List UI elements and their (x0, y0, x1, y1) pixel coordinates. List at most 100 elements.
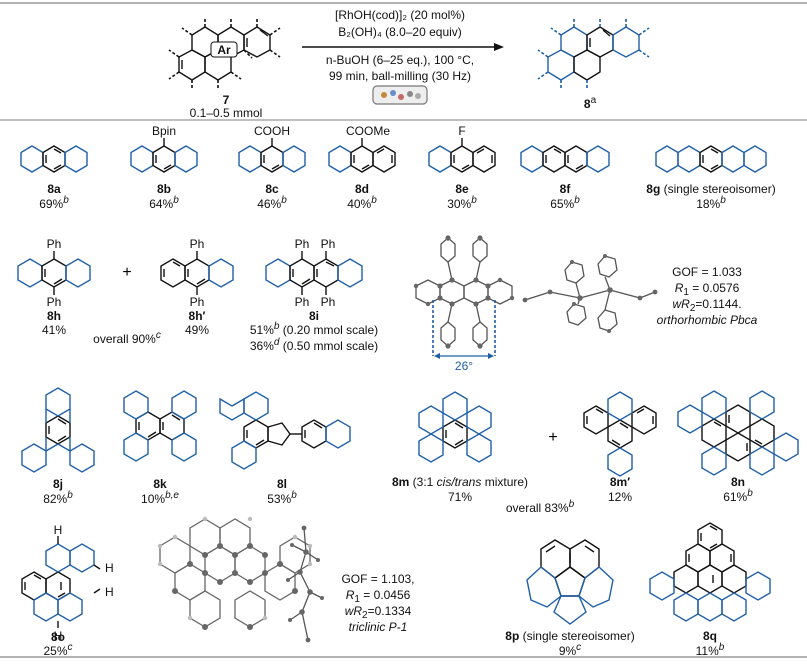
structure-8f (520, 145, 610, 173)
yield-8i-1-value: 51% (250, 323, 274, 337)
yield-8l-footnote: b (291, 490, 297, 501)
crystal-structure-8i-front (415, 237, 513, 347)
xray1-wr2-value: =0.1144. (695, 297, 741, 311)
structure-8n (677, 390, 799, 476)
substituent-8h-prime-bottom: Ph (190, 295, 205, 309)
xray2-r1-value: 0.0456 (374, 588, 411, 602)
label-8c: 8c (265, 182, 279, 196)
crystal-atoms-side (522, 254, 658, 333)
structure-8o (21, 536, 101, 628)
yield-8m: 71% (448, 490, 472, 504)
yield-8q: 11%b (696, 642, 725, 658)
overall-yield-8h-footnote: c (156, 330, 161, 341)
yield-8g-value: 18% (696, 197, 720, 211)
yield-8h: 41% (42, 323, 66, 337)
yield-8a-footnote: b (63, 195, 69, 206)
overall-yield-8m-value: overall 83% (506, 501, 569, 515)
label-8m-note: (3:1 (409, 475, 436, 489)
yield-8o-value: 25% (43, 644, 67, 658)
plus-sign: + (122, 264, 131, 281)
yield-8p-footnote: c (576, 642, 581, 653)
hydrogen-8o-top: H (54, 523, 63, 537)
dihedral-angle: 26° (455, 359, 473, 373)
yield-8c: 46%b (257, 195, 287, 211)
yield-8i-2: 36%d (0.50 mmol scale) (250, 337, 378, 353)
label-8h-prime: 8h′ (189, 309, 206, 323)
yield-8c-value: 46% (257, 197, 281, 211)
yield-8l: 53%b (267, 490, 297, 506)
crystal-structure-8i-side (524, 255, 656, 332)
yield-8n-footnote: b (747, 488, 753, 499)
structure-8k (123, 390, 197, 462)
label-8a: 8a (47, 182, 61, 196)
xray1-gof: GOF = 1.033 (672, 265, 742, 279)
hydrogen-8o-right-1: H (105, 561, 114, 575)
xray2-r1: R1 = 0.0456 (346, 588, 411, 605)
yield-8a: 69%b (39, 195, 69, 211)
yield-8b-footnote: b (173, 195, 179, 206)
ball-mill-jar-icon (372, 85, 428, 105)
structure-8l (219, 391, 351, 470)
label-8m: 8m (3:1 cis/trans mixture) (392, 475, 528, 489)
xray2-gof: GOF = 1.103, (341, 572, 414, 586)
yield-8q-footnote: b (719, 642, 725, 653)
xray2-wr2: wR2=0.1334 (345, 604, 412, 621)
label-8d: 8d (355, 182, 369, 196)
label-8g-number: 8g (646, 182, 660, 196)
xray2-cell: triclinic P-1 (349, 620, 408, 634)
yield-8i-2-scale: (0.50 mmol scale) (279, 339, 378, 353)
yield-8d-footnote: b (371, 195, 377, 206)
yield-8j: 82%b (43, 490, 73, 506)
yield-8j-value: 82% (43, 492, 67, 506)
product-label: 8a (584, 95, 597, 111)
structure-8c (238, 138, 306, 173)
xray1-r1: R1 = 0.0576 (675, 281, 740, 298)
label-8n: 8n (731, 475, 745, 489)
label-8m-prime: 8m′ (610, 475, 630, 489)
yield-8n-value: 61% (723, 490, 747, 504)
xray2-wr2-value: =0.1334 (368, 604, 412, 618)
substituent-8b: Bpin (152, 124, 176, 138)
structure-8q (649, 522, 771, 622)
angle-arrow-left-icon (434, 353, 440, 359)
substituent-8i-4: Ph (321, 295, 336, 309)
label-8o: 8o (51, 630, 65, 644)
yield-8m-prime: 12% (608, 490, 632, 504)
structure-8h-prime (160, 251, 234, 295)
condition-reductant: B₂(OH)₄ (8.0–20 equiv) (338, 25, 462, 39)
structure-8e (428, 138, 496, 173)
substituent-8h-prime-top: Ph (190, 237, 205, 251)
structure-8g (655, 145, 767, 173)
yield-8f-value: 65% (550, 197, 574, 211)
reactant-7-structure: Ar (168, 17, 281, 90)
label-8i: 8i (309, 309, 319, 323)
ar-ring-label: Ar (217, 43, 231, 57)
label-8q: 8q (703, 629, 717, 643)
crystal-atoms-8o (157, 516, 313, 630)
crystal-atoms-front (413, 235, 515, 349)
xray1-wr2: wR2=0.1144. (672, 297, 741, 314)
hydrogen-8o-right-2: H (105, 585, 114, 599)
label-8f: 8f (560, 182, 572, 196)
substituent-8d: COOMe (346, 124, 390, 138)
yield-8l-value: 53% (267, 492, 291, 506)
xray1-cell: orthorhombic Pbca (657, 313, 758, 327)
structure-8m (418, 391, 492, 463)
substituent-8h-bottom: Ph (47, 295, 62, 309)
label-8l: 8l (277, 477, 287, 491)
overall-yield-8h-value: overall 90% (93, 332, 156, 346)
structure-8i (265, 251, 363, 295)
product-8-structure (537, 17, 650, 90)
structure-8a (20, 145, 88, 173)
overall-yield-8h: overall 90%c (93, 330, 161, 346)
yield-8p: 9%c (559, 642, 581, 658)
product-number: 8 (584, 97, 591, 111)
substituent-8e: F (458, 124, 465, 138)
yield-8q-value: 11% (696, 644, 719, 658)
yield-8e-footnote: b (471, 195, 477, 206)
reactant-amount: 0.1–0.5 mmol (190, 106, 263, 120)
label-8g: 8g (single stereoisomer) (646, 182, 775, 196)
substituent-8i-1: Ph (295, 237, 310, 251)
substituent-8h-top: Ph (47, 237, 62, 251)
